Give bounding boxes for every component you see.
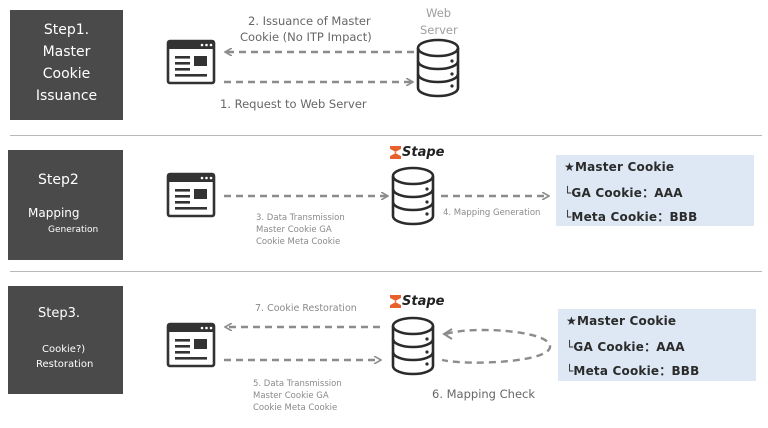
step3-transmission-line1: 5. Data Transmission bbox=[253, 379, 342, 389]
web-server-label-1: Web bbox=[426, 6, 452, 20]
step2-panel-item-1: └GA Cookie：AAA bbox=[564, 186, 683, 200]
stape-mark-icon bbox=[390, 146, 401, 159]
step1-issuance-label-2: Cookie (No ITP Impact) bbox=[240, 30, 372, 44]
step3-restoration-label: 7. Cookie Restoration bbox=[255, 303, 357, 314]
step3-title: Step3. bbox=[38, 306, 81, 321]
step3-sub-1: Cookie?) bbox=[42, 344, 86, 355]
stape-server-icon bbox=[391, 166, 435, 226]
step2-panel-title: ★Master Cookie bbox=[564, 160, 675, 174]
mapping-check-loop bbox=[441, 328, 552, 364]
step3-sub-2: Restoration bbox=[36, 359, 94, 370]
stape-logo-step3: Stape bbox=[390, 294, 444, 309]
step1-title-line1: Step1. bbox=[43, 22, 90, 38]
step3-transmission-line2: Master Cookie GA bbox=[253, 391, 329, 401]
step2-mapping-label: 4. Mapping Generation bbox=[443, 208, 541, 218]
divider-1 bbox=[10, 135, 762, 136]
browser-icon bbox=[166, 39, 216, 85]
step3-mapping-panel: ★Master Cookie └GA Cookie：AAA └Meta Cook… bbox=[558, 309, 756, 381]
stape-logo-text: Stape bbox=[402, 294, 445, 309]
step1-title-line4: Issuance bbox=[35, 88, 98, 104]
mapping-check-arrowhead bbox=[442, 328, 453, 340]
step2-title: Step2 bbox=[38, 172, 79, 188]
step2-mapping-panel: ★Master Cookie └GA Cookie：AAA └Meta Cook… bbox=[556, 155, 754, 226]
step2-sub-1: Mapping bbox=[28, 206, 80, 220]
stape-logo-step2: Stape bbox=[390, 145, 444, 160]
step3-panel-item-1: └GA Cookie：AAA bbox=[566, 340, 685, 354]
step2-panel-item-2: └Meta Cookie：BBB bbox=[564, 210, 698, 224]
browser-icon bbox=[166, 322, 216, 368]
divider-2 bbox=[10, 271, 762, 272]
step3-panel-title: ★Master Cookie bbox=[566, 314, 677, 328]
step1-box: Step1. Master Cookie Issuance bbox=[10, 10, 123, 120]
step1-issuance-label: 2. Issuance of Master bbox=[248, 14, 371, 28]
step3-transmission-line3: Cookie Meta Cookie bbox=[253, 403, 338, 413]
step1-title-line3: Cookie bbox=[42, 66, 91, 82]
step2-transmission-line2: Master Cookie GA bbox=[256, 225, 332, 235]
stape-logo-text: Stape bbox=[402, 145, 445, 160]
stape-server-icon bbox=[391, 316, 435, 376]
step2-transmission-line3: Cookie Meta Cookie bbox=[256, 237, 341, 247]
step1-title-line2: Master bbox=[42, 44, 91, 60]
step3-box: Step3. Cookie?) Restoration bbox=[8, 286, 123, 394]
step3-panel-item-2: └Meta Cookie：BBB bbox=[566, 364, 700, 378]
web-server-label-2: Server bbox=[420, 23, 458, 37]
browser-icon bbox=[166, 172, 216, 218]
step3-mapping-check-label: 6. Mapping Check bbox=[432, 387, 536, 401]
step2-sub-2: Generation bbox=[48, 225, 99, 235]
step2-transmission-line1: 3. Data Transmission bbox=[256, 213, 345, 223]
step2-box: Step2 Mapping Generation bbox=[8, 150, 123, 260]
step1-request-label: 1. Request to Web Server bbox=[220, 97, 367, 111]
web-server-icon bbox=[416, 38, 460, 98]
stape-mark-icon bbox=[390, 295, 401, 308]
